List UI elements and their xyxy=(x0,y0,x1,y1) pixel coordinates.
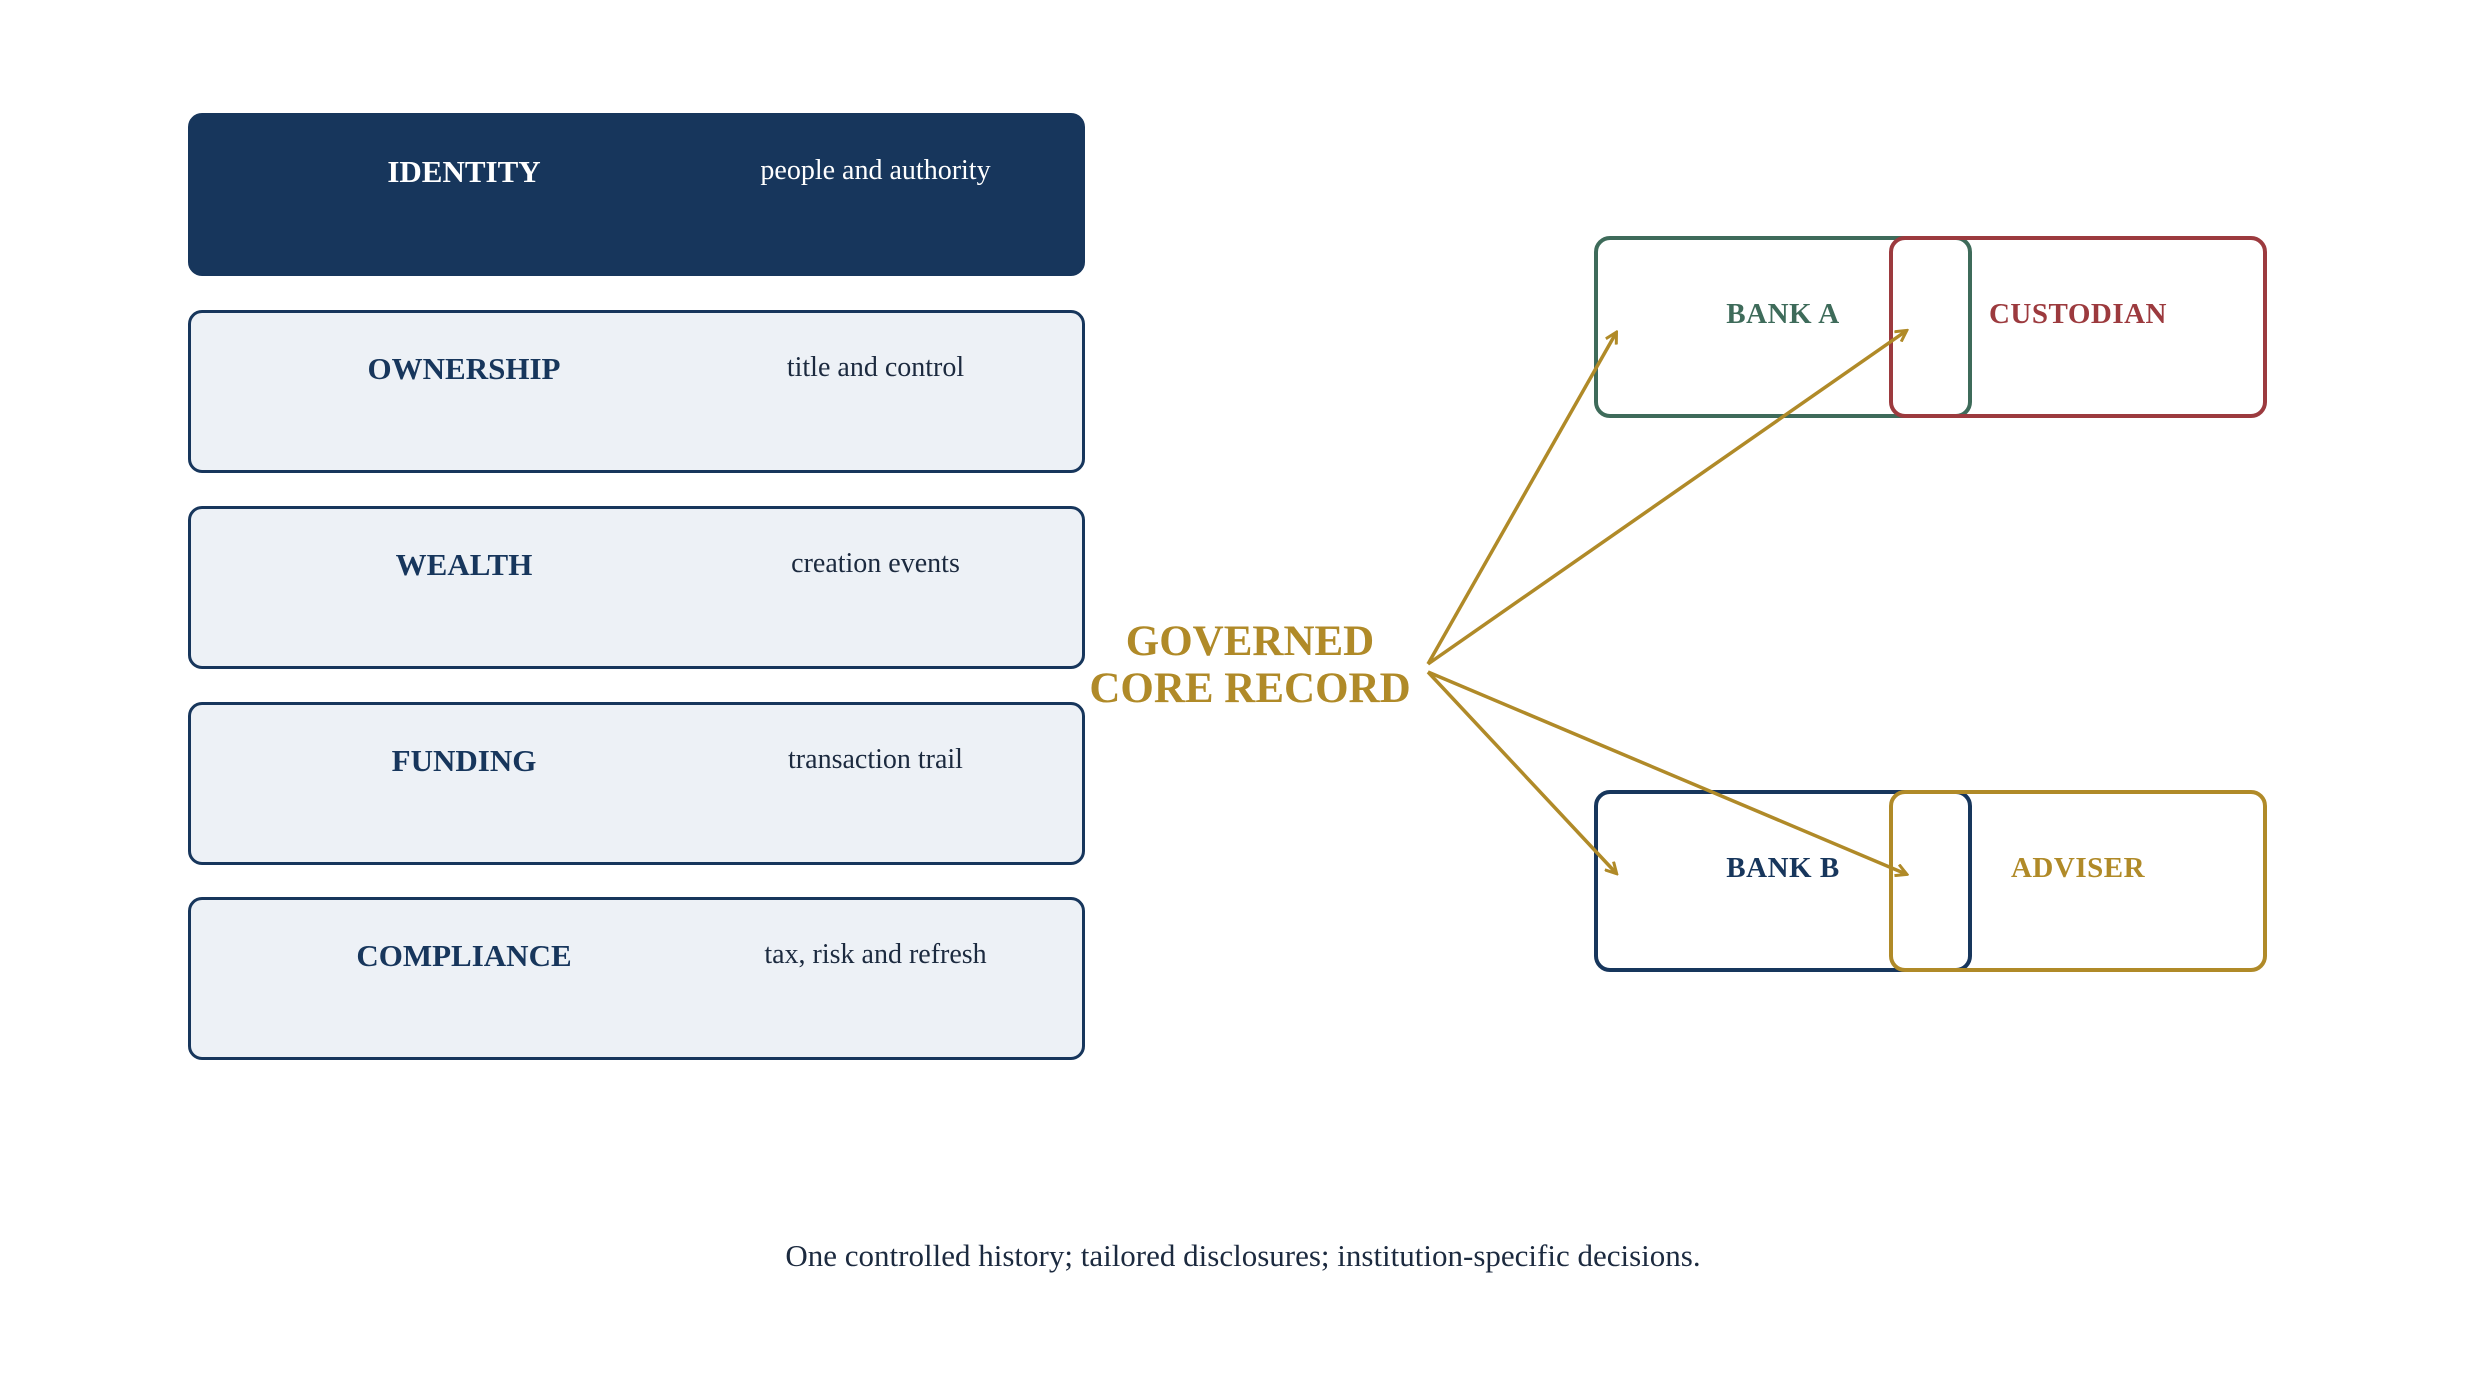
institution-custodian: CUSTODIAN xyxy=(1889,236,2267,418)
layer-title: OWNERSHIP xyxy=(367,351,561,386)
layer-title: FUNDING xyxy=(391,743,537,778)
layer-description: people and authority xyxy=(760,155,991,186)
core-record-label: GOVERNED CORE RECORD xyxy=(1080,618,1420,712)
layer-description: creation events xyxy=(791,548,960,579)
institution-label: ADVISER xyxy=(2010,852,2146,884)
layer-description: title and control xyxy=(786,352,965,383)
layer-title: WEALTH xyxy=(395,547,533,582)
institution-adviser: ADVISER xyxy=(1889,790,2267,972)
layer-description: tax, risk and refresh xyxy=(764,939,987,970)
layer-compliance: COMPLIANCE tax, risk and refresh xyxy=(188,897,1085,1060)
layer-identity: IDENTITY people and authority xyxy=(188,113,1085,276)
layer-title: COMPLIANCE xyxy=(356,938,572,973)
arrow-to-bank-a xyxy=(1426,333,1616,665)
layer-funding: FUNDING transaction trail xyxy=(188,702,1085,865)
arrow-to-bank-b xyxy=(1426,670,1616,873)
core-record-line-1: GOVERNED xyxy=(1125,618,1375,665)
institution-label: BANK A xyxy=(1726,298,1840,330)
institution-label: CUSTODIAN xyxy=(1988,298,2167,330)
layer-ownership: OWNERSHIP title and control xyxy=(188,310,1085,473)
layer-wealth: WEALTH creation events xyxy=(188,506,1085,669)
core-record-line-2: CORE RECORD xyxy=(1089,665,1411,712)
layer-title: IDENTITY xyxy=(387,154,541,189)
layer-description: transaction trail xyxy=(788,744,963,775)
diagram-caption: One controlled history; tailored disclos… xyxy=(785,1238,1701,1273)
